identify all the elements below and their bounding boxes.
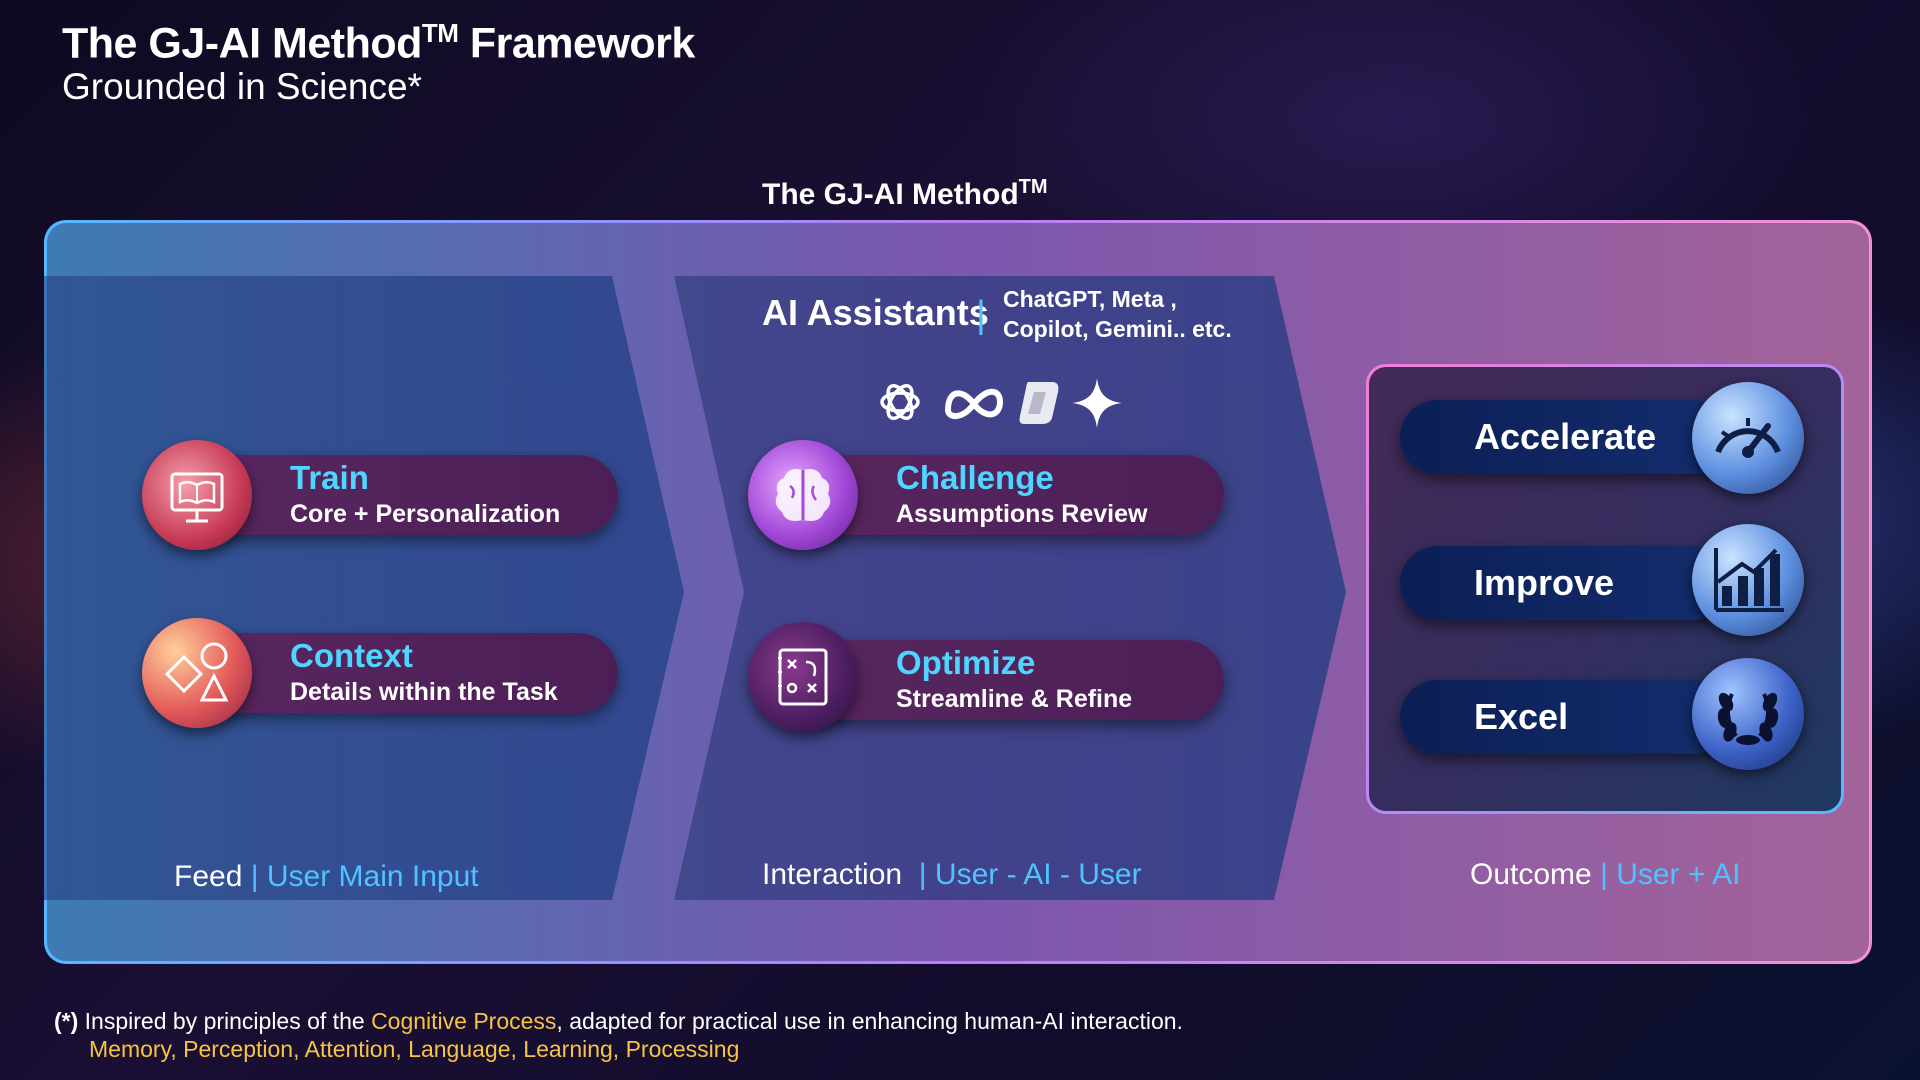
footnote-line1: (*) Inspired by principles of the Cognit…	[54, 1008, 1183, 1034]
ai-assistants-list-line2: Copilot, Gemini.. etc.	[1003, 316, 1232, 342]
footnote-line2: Memory, Perception, Attention, Language,…	[89, 1036, 740, 1062]
challenge-step-title: Challenge	[896, 459, 1054, 496]
accelerate-label: Accelerate	[1474, 416, 1657, 457]
outcome-stage-label: Outcome | User + AI	[1470, 858, 1741, 891]
monitor-book-icon	[142, 440, 252, 550]
improve-pill: Improve	[1400, 546, 1730, 620]
optimize-step-title: Optimize	[896, 644, 1036, 681]
context-step-title: Context	[290, 637, 413, 674]
feed-stage-label: Feed | User Main Input	[174, 860, 479, 893]
speedometer-icon	[1692, 382, 1804, 494]
excel-pill: Excel	[1400, 680, 1730, 754]
interaction-stage-label: Interaction | User - AI - User	[762, 858, 1142, 891]
meta-logo-icon	[945, 388, 1003, 419]
page-subtitle: Grounded in Science*	[62, 66, 422, 107]
context-step-subtitle: Details within the Task	[290, 678, 558, 706]
copilot-logo-icon	[1019, 382, 1059, 424]
accelerate-pill: Accelerate	[1400, 400, 1730, 474]
method-label: The GJ-AI MethodTM	[762, 176, 1048, 211]
optimize-step-subtitle: Streamline & Refine	[896, 685, 1133, 713]
improve-label: Improve	[1474, 562, 1615, 603]
train-step-subtitle: Core + Personalization	[290, 500, 561, 528]
ai-assistants-list-line1: ChatGPT, Meta ,	[1003, 286, 1177, 312]
brain-icon	[748, 440, 858, 550]
feed-arrow-shape	[44, 276, 684, 900]
strategy-board-icon	[748, 622, 858, 732]
chatgpt-logo-icon	[880, 384, 920, 420]
gemini-sparkle-icon	[1072, 378, 1122, 428]
bar-chart-growth-icon	[1692, 524, 1804, 636]
train-step-title: Train	[290, 459, 369, 496]
shapes-icon	[142, 618, 252, 728]
excel-label: Excel	[1474, 696, 1569, 737]
interaction-arrow-shape	[674, 276, 1346, 900]
challenge-step-subtitle: Assumptions Review	[896, 500, 1148, 528]
ai-assistants-title: AI Assistants	[762, 292, 989, 333]
ai-assistants-separator: |	[976, 294, 986, 336]
page-title: The GJ-AI MethodTM Framework	[62, 18, 695, 68]
stage-arrows-graphic	[44, 276, 1346, 900]
laurel-wreath-icon	[1692, 658, 1804, 770]
